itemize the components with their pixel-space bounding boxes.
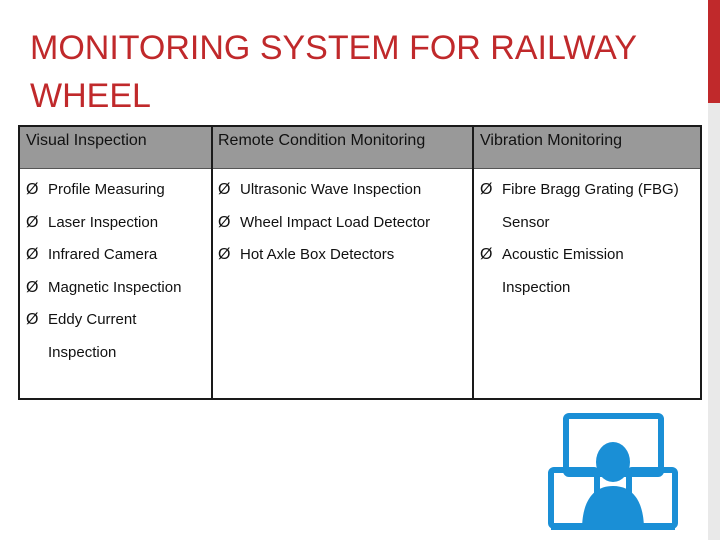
column-divider [211,127,213,398]
column-header-vibration: Vibration Monitoring [480,132,623,149]
arrow-bullet-icon: Ø [26,213,39,231]
column-header-visual: Visual Inspection [26,132,147,149]
arrow-bullet-icon: Ø [26,311,39,328]
accent-red-segment [708,0,720,103]
operator-monitors-icon [548,412,678,537]
table-header-row [20,127,700,169]
monitoring-table: Visual Inspection Remote Condition Monit… [18,125,702,400]
accent-grey-segment [708,103,720,540]
arrow-bullet-icon: Ø [26,246,39,263]
side-accent-bar [708,0,720,540]
arrow-bullet-icon: Ø [218,246,231,263]
arrow-bullet-icon: Ø [480,246,493,263]
column-header-remote: Remote Condition Monitoring [218,132,426,149]
slide-title: MONITORING SYSTEM FOR RAILWAY WHEEL [30,29,637,115]
arrow-bullet-icon: Ø [480,181,493,198]
arrow-bullet-icon: Ø [218,213,231,231]
arrow-bullet-icon: Ø [26,278,39,296]
column-divider [472,127,474,398]
arrow-bullet-icon: Ø [218,181,231,198]
arrow-bullet-icon: Ø [26,181,39,198]
